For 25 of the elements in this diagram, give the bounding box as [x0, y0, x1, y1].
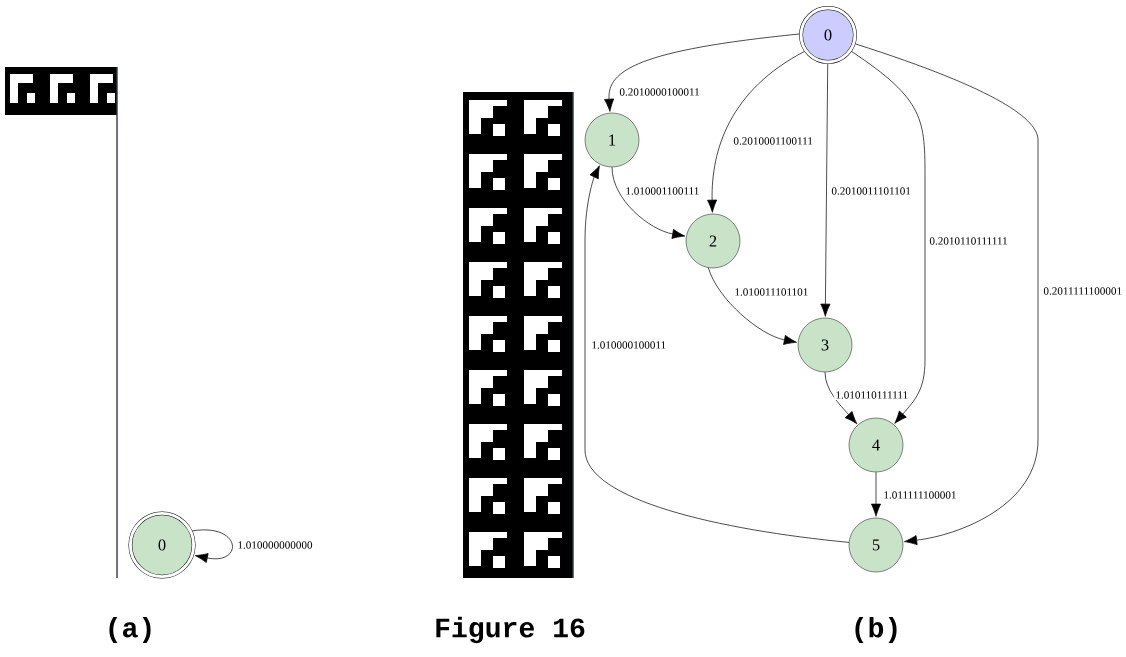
edge-label: 1.010000100011: [590, 340, 668, 350]
edge-label: 1.010001100111: [624, 186, 701, 196]
figure-caption: Figure 16: [436, 616, 585, 644]
arrow: [191, 529, 233, 563]
edge-label: 0.2010001100111: [732, 136, 815, 146]
panel-label: (a): [109, 616, 151, 644]
arrow: [824, 371, 858, 425]
edge-label: 1.010011101101: [733, 287, 810, 297]
edge-label: 0.2010110111111: [928, 236, 1009, 246]
arrow: [707, 51, 805, 213]
panel-label: (b): [855, 616, 897, 644]
edge-label: 1.010000000000: [236, 540, 314, 550]
edge-label: 0.2010000100011: [618, 87, 701, 97]
arrow: [707, 267, 797, 345]
edge-label: 0.2010011101101: [830, 186, 913, 196]
arrow: [820, 63, 831, 317]
arrow: [851, 51, 926, 424]
arrow: [871, 471, 881, 517]
arrow: [584, 165, 850, 543]
arrow: [854, 43, 1039, 546]
arrow: [604, 33, 800, 112]
edge-label: 1.011111100001: [882, 490, 958, 500]
edge-label: 0.2011111100001: [1042, 286, 1124, 296]
arrow: [611, 166, 686, 239]
edge-label: 1.010110111111: [834, 390, 910, 400]
